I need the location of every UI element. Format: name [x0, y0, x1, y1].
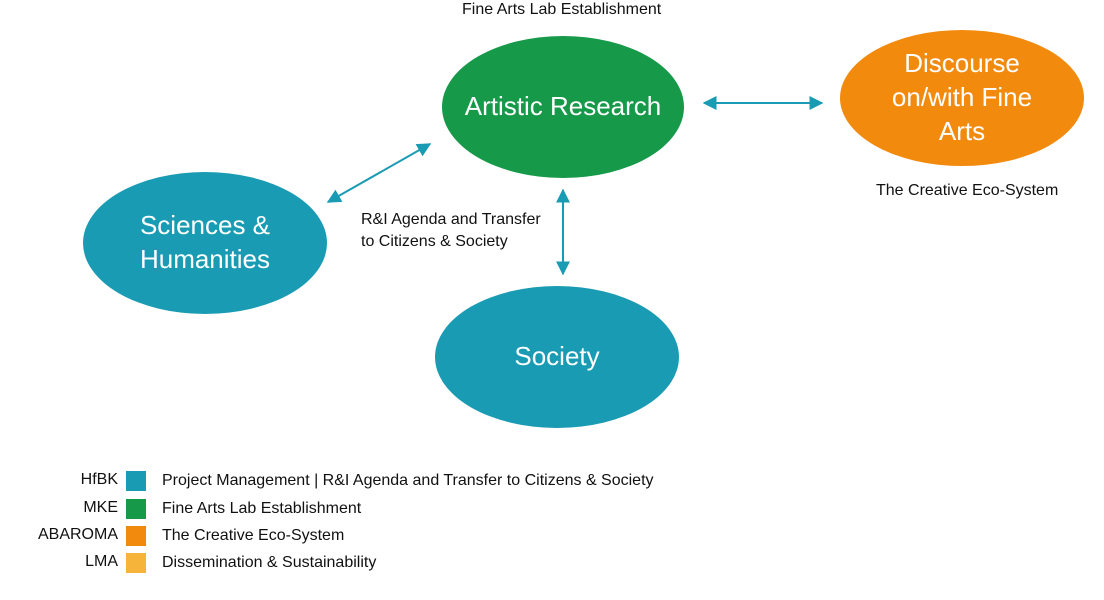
legend-item: MKE Fine Arts Lab Establishment: [0, 499, 760, 521]
legend-swatch: [126, 526, 146, 546]
agenda-caption: R&I Agenda and Transfer to Citizens & So…: [361, 211, 541, 250]
legend-code: MKE: [83, 499, 118, 516]
node-sciences-label: Sciences & Humanities: [139, 210, 271, 274]
node-discourse: Discourse on/with Fine Arts: [840, 30, 1084, 166]
legend: HfBK Project Management | R&I Agenda and…: [0, 469, 760, 579]
node-sciences-humanities: Sciences & Humanities: [83, 172, 327, 314]
legend-label: Project Management | R&I Agenda and Tran…: [162, 472, 654, 489]
node-artistic-research: Artistic Research: [442, 36, 684, 178]
node-society-label: Society: [514, 341, 600, 372]
artistic-research-caption: Fine Arts Lab Establishment: [462, 1, 662, 18]
legend-item: HfBK Project Management | R&I Agenda and…: [0, 471, 760, 493]
legend-code: ABAROMA: [37, 526, 118, 543]
legend-swatch: [126, 499, 146, 519]
legend-code: HfBK: [80, 471, 118, 488]
legend-item: ABAROMA The Creative Eco-System: [0, 526, 760, 548]
legend-label: Dissemination & Sustainability: [162, 554, 377, 571]
legend-swatch: [126, 553, 146, 573]
node-discourse-label: Discourse on/with Fine Arts: [891, 48, 1033, 146]
eco-system-caption: The Creative Eco-System: [876, 182, 1059, 199]
legend-swatch: [126, 471, 146, 491]
node-society: Society: [435, 286, 679, 428]
node-artistic-research-label: Artistic Research: [464, 91, 662, 122]
legend-label: The Creative Eco-System: [162, 527, 345, 544]
arrow-research-sciences: [326, 143, 432, 203]
legend-label: Fine Arts Lab Establishment: [162, 500, 362, 517]
legend-item: LMA Dissemination & Sustainability: [0, 553, 760, 575]
legend-code: LMA: [85, 553, 118, 570]
